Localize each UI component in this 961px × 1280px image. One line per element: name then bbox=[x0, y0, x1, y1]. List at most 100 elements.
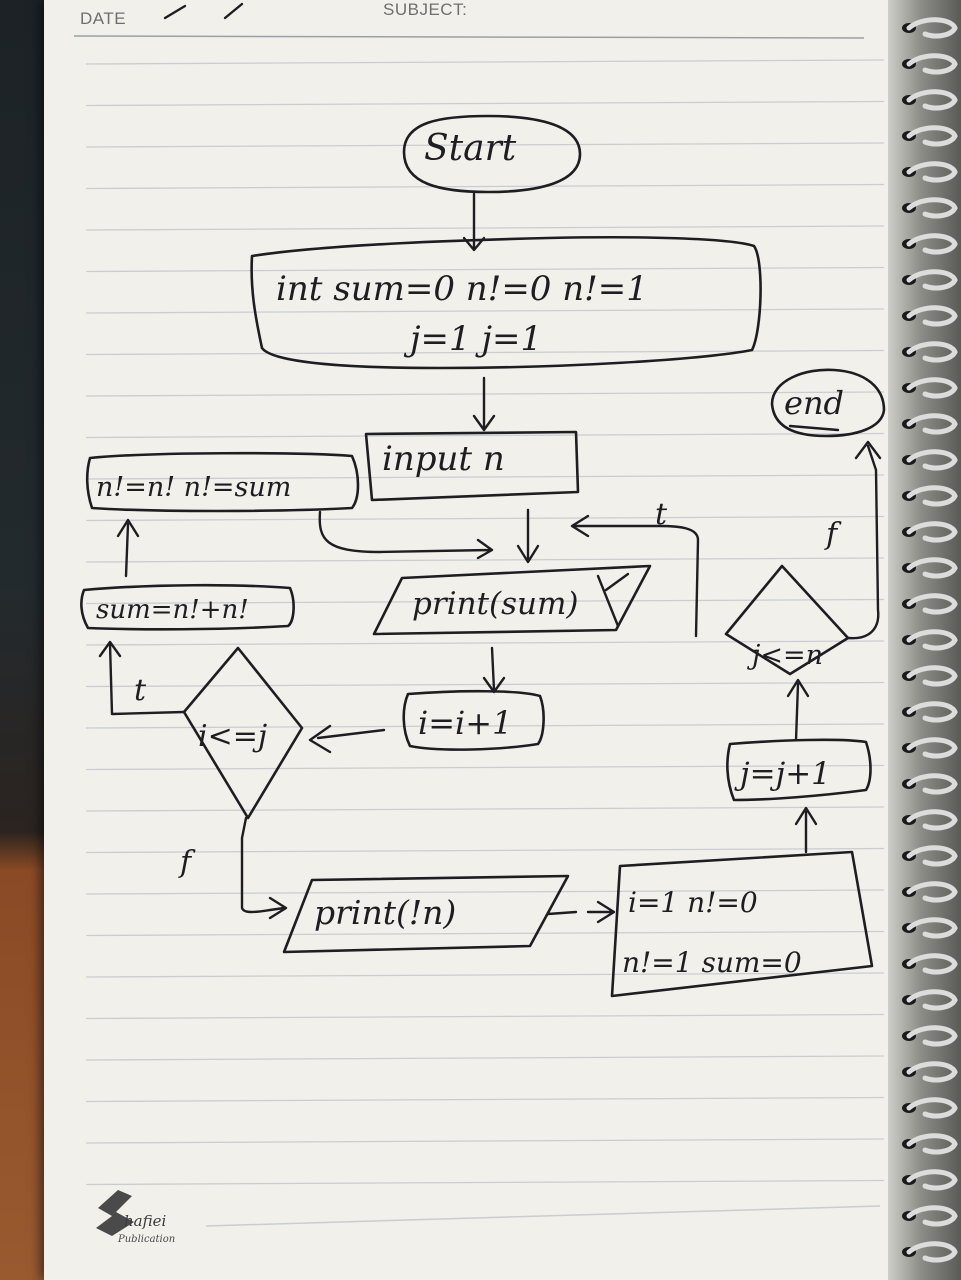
print-n-label: print(!n) bbox=[314, 893, 456, 932]
spiral-ring bbox=[906, 485, 958, 507]
spiral-ring bbox=[906, 1241, 958, 1263]
arrow-cond-j-false bbox=[846, 440, 882, 640]
label-t-left: t bbox=[134, 673, 147, 708]
spiral-ring bbox=[906, 53, 958, 75]
spiral-ring bbox=[906, 881, 958, 903]
end-node: end bbox=[770, 368, 886, 438]
rule-line bbox=[85, 1096, 885, 1103]
rule-line bbox=[85, 889, 885, 895]
spiral-ring bbox=[906, 953, 958, 975]
spiral-ring bbox=[906, 845, 958, 867]
spiral-ring bbox=[906, 413, 958, 435]
spiral-ring bbox=[906, 557, 958, 579]
arrow-swap-to-merge bbox=[318, 510, 494, 560]
spiral-ring bbox=[906, 161, 958, 183]
spiral-ring bbox=[906, 305, 958, 327]
arrow-print-sum-to-increment-i bbox=[482, 646, 506, 694]
cond-i-label: i<=j bbox=[198, 719, 267, 754]
end-label: end bbox=[784, 384, 844, 422]
rule-line bbox=[85, 100, 885, 107]
cond-j-node: j<=n bbox=[724, 564, 850, 676]
spiral-ring bbox=[906, 1025, 958, 1047]
label-f-left: f bbox=[178, 845, 196, 880]
rule-line bbox=[85, 1013, 885, 1020]
footer-line bbox=[205, 1205, 881, 1227]
arrow-increment-j-to-cond-j bbox=[786, 678, 810, 742]
spiral-ring bbox=[906, 917, 958, 939]
print-sum-label: print(sum) bbox=[412, 586, 578, 622]
rule-line bbox=[85, 183, 885, 190]
spiral-ring bbox=[906, 233, 958, 255]
reset-line2: n!=1 sum=0 bbox=[622, 946, 802, 979]
spiral-ring bbox=[906, 989, 958, 1011]
rule-line bbox=[85, 847, 885, 854]
end-underline bbox=[788, 424, 840, 432]
arrow-cond-i-true bbox=[98, 640, 186, 716]
arrow-cond-i-false bbox=[240, 816, 288, 920]
spiral-rings bbox=[902, 17, 958, 1263]
arrow-increment-i-to-cond-i bbox=[308, 724, 386, 754]
start-node: Start bbox=[402, 114, 582, 194]
header-rule bbox=[73, 35, 865, 39]
rule-line bbox=[85, 1138, 885, 1144]
rule-line bbox=[85, 308, 885, 314]
spiral-ring bbox=[906, 629, 958, 651]
rule-line bbox=[85, 557, 885, 563]
rule-line bbox=[85, 972, 885, 978]
spiral-ring bbox=[906, 269, 958, 291]
print-sum-node: print(sum) bbox=[372, 564, 652, 636]
arrow-sum-to-swap bbox=[116, 518, 140, 578]
increment-j-node: j=j+1 bbox=[726, 738, 872, 802]
arrow-print-n-to-reset bbox=[546, 900, 616, 924]
rule-line bbox=[85, 142, 885, 148]
rule-line bbox=[85, 1055, 885, 1061]
rule-line bbox=[85, 681, 885, 688]
rule-line bbox=[85, 723, 885, 729]
publisher-sub: Publication bbox=[118, 1234, 176, 1245]
print-sum-scribble bbox=[596, 572, 630, 628]
rule-line bbox=[85, 1179, 885, 1186]
spiral-ring bbox=[906, 1133, 958, 1155]
swap-label: n!=n! n!=sum bbox=[96, 472, 291, 503]
arrow-init-to-input bbox=[472, 376, 496, 432]
spiral-ring bbox=[906, 701, 958, 723]
spiral-ring bbox=[906, 809, 958, 831]
spiral-ring bbox=[906, 449, 958, 471]
rule-line bbox=[85, 432, 885, 439]
reset-line1: i=1 n!=0 bbox=[628, 886, 758, 919]
init-node: int sum=0 n!=0 n!=1 j=1 j=1 bbox=[250, 235, 762, 370]
input-label: input n bbox=[382, 439, 505, 479]
ruled-lines bbox=[73, 35, 885, 1186]
init-line2: j=1 j=1 bbox=[403, 319, 542, 359]
spiral-ring bbox=[906, 1205, 958, 1227]
date-slash-marks bbox=[163, 2, 244, 20]
input-node: input n bbox=[364, 430, 580, 502]
publisher-brand: hafiei bbox=[124, 1212, 167, 1230]
arrow-reset-to-increment-j bbox=[794, 806, 818, 854]
spiral-ring bbox=[906, 1061, 958, 1083]
sum-update-label: sum=n!+n! bbox=[96, 595, 249, 625]
cond-i-node: i<=j bbox=[182, 646, 304, 820]
spiral-ring bbox=[906, 737, 958, 759]
rule-line bbox=[85, 59, 885, 65]
spiral-ring bbox=[906, 341, 958, 363]
label-f-right: f bbox=[824, 517, 842, 552]
sum-update-node: sum=n!+n! bbox=[80, 583, 295, 631]
spiral-ring bbox=[906, 89, 958, 111]
spiral-ring bbox=[906, 773, 958, 795]
spiral-ring bbox=[906, 17, 958, 39]
increment-i-node: i=i+1 bbox=[402, 689, 545, 751]
rule-line bbox=[85, 640, 885, 646]
rule-line bbox=[85, 515, 885, 522]
subject-label: SUBJECT: bbox=[383, 0, 468, 19]
print-n-node: print(!n) bbox=[282, 874, 570, 954]
rule-line bbox=[85, 806, 885, 812]
spiral-ring bbox=[906, 1097, 958, 1119]
spiral-ring bbox=[906, 593, 958, 615]
cond-j-label: j<=n bbox=[747, 640, 823, 671]
rule-line bbox=[85, 598, 885, 605]
label-t-right: t bbox=[655, 497, 668, 532]
increment-i-label: i=i+1 bbox=[418, 704, 512, 742]
init-line1: int sum=0 n!=0 n!=1 bbox=[276, 269, 648, 309]
